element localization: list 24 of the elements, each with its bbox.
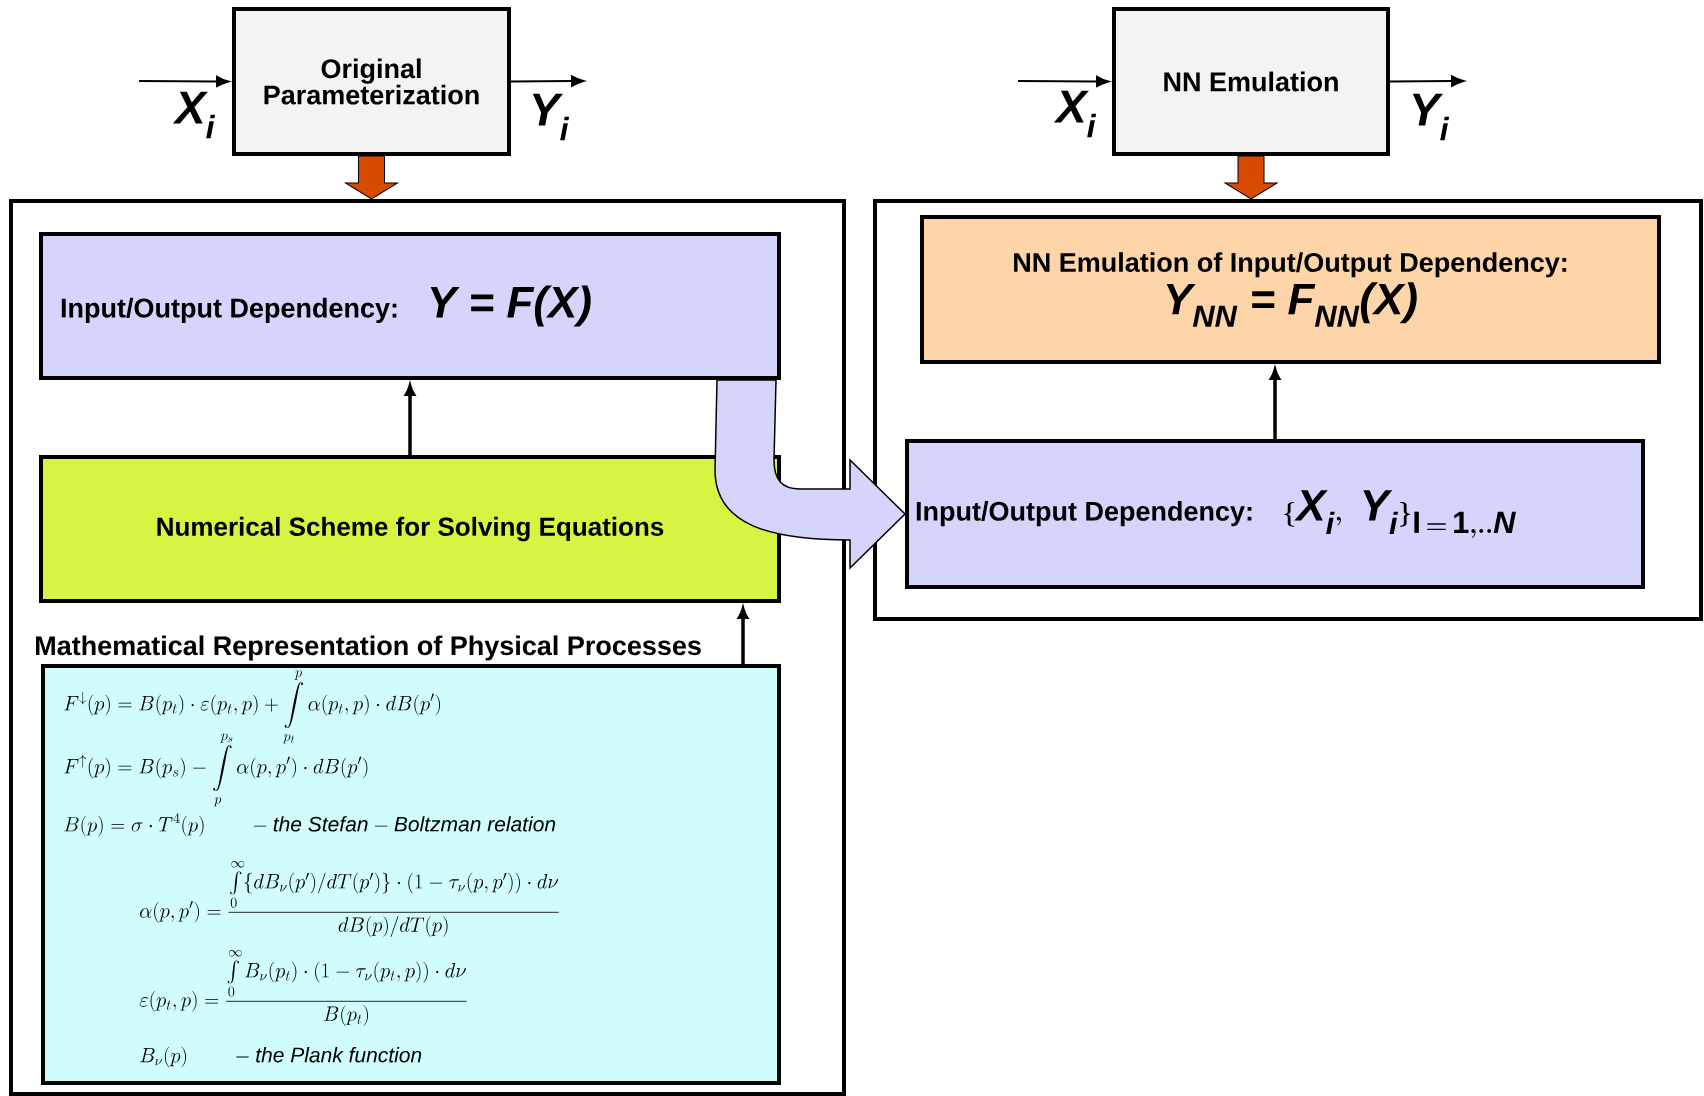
box-heading: Mathematical Representation of Physical Processes <box>36 635 701 661</box>
arrow <box>1017 75 1110 88</box>
equation: $\alpha(p,p')=\frac{\int\limits_0^\infty\{dB_\nu(p')/dT(p')\}\cdot(1-\tau_\nu(p,p'))\cdot d\nu}{dB(p)/dT(p)}$ <box>140 861 559 937</box>
arrow <box>138 75 230 88</box>
arrow <box>510 75 585 87</box>
equation: $\varepsilon(p_t,p)=\frac{\int\limits_0^\infty B_\nu(p_t)\cdot(1-\tau_\nu(p_t,p))\cdot d\nu}{B(p_t)}$ <box>139 950 467 1026</box>
process-box: Original Parameterization <box>232 7 511 156</box>
process-box: NN Emulation of Input/Output Dependency: Y$_{NN}$ = F$_{NN}$(X) <box>920 215 1661 364</box>
panel-frame <box>873 199 1703 621</box>
process-box: Input/Output Dependency: Y = F(X) <box>39 232 781 380</box>
equation: $B(p)=\sigma\cdot T^4(p)\qquad -\mathit{the\ Stefan}-\mathit{Boltzman\ relation}$ <box>64 813 556 837</box>
equation: $B_\nu(p)\qquad -\mathit{the\ Plank\ function}$ <box>140 1046 422 1068</box>
block-arrow <box>345 155 398 200</box>
edge-label: X$_{i}$ <box>1053 90 1097 138</box>
panel-frame <box>9 199 846 1096</box>
edge-label: Y$_{i}$ <box>532 93 570 141</box>
process-box: Input/Output Dependency: $\{\mathit{X}_{\mathit{i}},\ \mathit{Y}_{\mathit{i}}\}_{\mathrm{I}\,=\,\mathrm{1,..}\mathit{N}}$ <box>905 439 1645 589</box>
arrow <box>1389 75 1465 87</box>
edge-label: Y$_{i}$ <box>1412 93 1450 141</box>
block-arrow <box>714 379 906 569</box>
process-box: Numerical Scheme for Solving Equations <box>39 455 781 603</box>
edge-label: X$_{i}$ <box>172 91 216 139</box>
block-arrow <box>1224 155 1278 200</box>
process-box: NN Emulation <box>1112 7 1390 156</box>
